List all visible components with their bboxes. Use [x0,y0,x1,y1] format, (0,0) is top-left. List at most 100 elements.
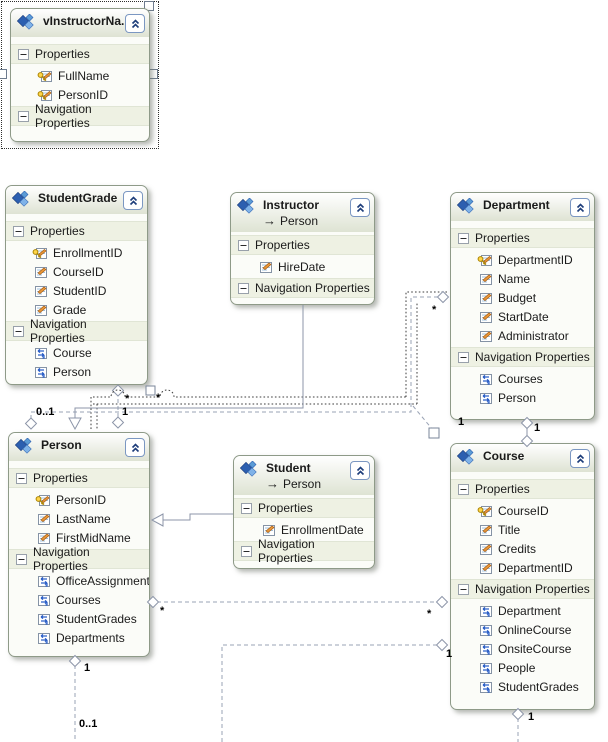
association-person-officeassignment[interactable] [68,654,82,742]
collapse-entity-button[interactable] [125,14,145,33]
property-row[interactable]: Title [451,520,594,539]
entity-header[interactable]: vInstructorNa... [11,9,149,37]
association-course-bottom[interactable] [511,707,525,742]
property-name: Title [498,522,521,537]
inheritance-instructor-person[interactable] [68,305,304,431]
collapse-entity-button[interactable] [125,438,145,457]
entity-vinstructorname[interactable]: vInstructorNa... Properties FullName Per… [10,8,150,142]
entity-person[interactable]: Person Properties PersonID LastName Firs… [8,432,150,657]
association-department-person[interactable] [24,290,450,430]
selection-handle[interactable] [0,69,7,79]
navigation-property-name: Department [498,603,561,618]
properties-section-header[interactable]: Properties [231,235,374,255]
section-label: Properties [35,47,90,61]
section-label: Properties [475,482,530,496]
entity-title: StudentGrade [38,191,118,205]
properties-section-header[interactable]: Properties [234,498,374,518]
inherits-base-type: Person [283,477,322,491]
property-row[interactable]: HireDate [231,257,374,276]
section-label: Navigation Properties [258,537,315,565]
association-department-course[interactable] [520,416,534,448]
navigation-property-row[interactable]: OnsiteCourse [451,639,594,658]
entity-student[interactable]: Student → Person Properties EnrollmentDa… [233,455,375,569]
inherits-line: → Person [263,214,350,228]
navigation-section-header[interactable]: Navigation Properties [451,347,594,367]
navigation-property-name: Person [53,364,92,379]
collapse-entity-button[interactable] [123,191,143,210]
navigation-property-row[interactable]: Courses [451,369,594,388]
property-row[interactable]: Budget [451,288,594,307]
association-course-left-lower[interactable] [221,638,449,742]
inheritance-student-person[interactable] [150,513,233,527]
navigation-section-header[interactable]: Navigation Properties [451,579,594,599]
property-row[interactable]: FullName [11,66,149,85]
association-studentgrade-person[interactable] [111,384,125,429]
collapse-entity-button[interactable] [570,449,590,468]
entity-header[interactable]: Department [451,193,594,221]
navigation-property-row[interactable]: OnlineCourse [451,620,594,639]
property-row[interactable]: DepartmentID [451,558,594,577]
navigation-property-name: Courses [56,592,101,607]
property-row[interactable]: PersonID [11,85,149,104]
property-row[interactable]: Grade [6,300,147,319]
navigation-section-header[interactable]: Navigation Properties [11,102,149,130]
navigation-section-header[interactable]: Navigation Properties [231,278,374,298]
entity-course[interactable]: Course Properties CourseID Title Credits [450,443,595,710]
properties-section-header[interactable]: Properties [451,479,594,499]
entity-header[interactable]: Instructor → Person [231,193,374,232]
association-studentgrade-course-selected[interactable] [90,291,447,439]
property-row[interactable]: Administrator [451,326,594,345]
navigation-section-header[interactable]: Navigation Properties [234,537,374,565]
association-person-course[interactable] [146,595,449,609]
navigation-property-name: OnlineCourse [498,622,572,637]
navigation-property-name: Courses [498,371,543,386]
entity-department[interactable]: Department Properties DepartmentID Name … [450,192,595,420]
entity-header[interactable]: StudentGrade [6,186,147,214]
property-row[interactable]: FirstMidName [9,528,149,547]
properties-section-header[interactable]: Properties [6,221,147,241]
property-name: Administrator [498,328,569,343]
property-name: StartDate [498,309,549,324]
entity-header[interactable]: Person [9,433,149,461]
navigation-property-row[interactable]: StudentGrades [9,609,149,628]
property-row[interactable]: LastName [9,509,149,528]
property-row[interactable]: StudentID [6,281,147,300]
collapse-entity-button[interactable] [350,198,370,217]
navigation-property-row[interactable]: OfficeAssignment [9,571,149,590]
collapse-entity-button[interactable] [350,461,370,480]
entity-instructor[interactable]: Instructor → Person Properties HireDate … [230,192,375,305]
navigation-property-row[interactable]: Department [451,601,594,620]
navigation-section-header[interactable]: Navigation Properties [6,317,147,345]
entity-header[interactable]: Student → Person [234,456,374,495]
navigation-section-header[interactable]: Navigation Properties [9,545,149,573]
section-label: Properties [30,224,85,238]
navigation-property-row[interactable]: Course [6,343,147,362]
property-row[interactable]: EnrollmentID [6,243,147,262]
navigation-property-row[interactable]: People [451,658,594,677]
entity-title: Instructor [263,198,320,212]
navigation-property-row[interactable]: StudentGrades [451,677,594,696]
property-row[interactable]: PersonID [9,490,149,509]
property-row[interactable]: Name [451,269,594,288]
navigation-property-row[interactable]: Courses [9,590,149,609]
property-name: PersonID [56,492,107,507]
section-label: Navigation Properties [35,102,92,130]
entity-header[interactable]: Course [451,444,594,472]
properties-section-header[interactable]: Properties [11,44,149,64]
property-row[interactable]: StartDate [451,307,594,326]
property-row[interactable]: DepartmentID [451,250,594,269]
property-row[interactable]: CourseID [6,262,147,281]
property-row[interactable]: CourseID [451,501,594,520]
properties-section-header[interactable]: Properties [451,228,594,248]
collapse-entity-button[interactable] [570,198,590,217]
navigation-property-row[interactable]: Person [451,388,594,407]
property-name: FullName [58,68,110,83]
entity-title: Department [483,198,550,212]
property-row[interactable]: EnrollmentDate [234,520,374,539]
property-row[interactable]: Credits [451,539,594,558]
entity-studentgrade[interactable]: StudentGrade Properties EnrollmentID Cou… [5,185,148,385]
navigation-property-row[interactable]: Person [6,362,147,381]
navigation-property-row[interactable]: Departments [9,628,149,647]
properties-section-header[interactable]: Properties [9,468,149,488]
